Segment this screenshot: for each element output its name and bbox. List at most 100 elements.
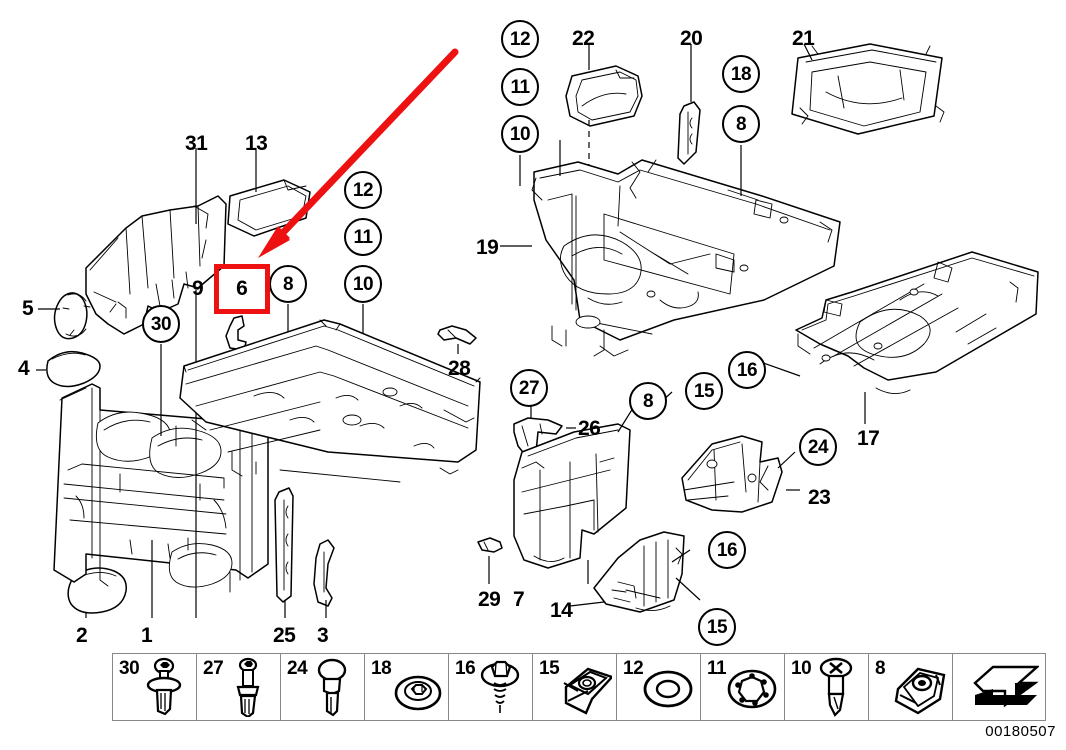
legend-cell-18: 18 [365,654,449,720]
part-26-bracket [513,417,563,457]
hex-head-screw-icon [480,660,520,713]
part-14-engine-shield [593,531,685,613]
push-pin-rivet-icon [317,658,347,717]
hex-nut-with-washer-icon [394,675,442,711]
callout-5: 5 [22,297,34,320]
callout-23: 23 [808,486,831,509]
legend-cell-15: 15 [533,654,617,720]
part-17-underbody-shield-right [795,251,1039,394]
circled-callout-15-upper: 15 [685,372,723,410]
legend-cell-30: 30 [113,654,197,720]
legend-number: 11 [707,658,727,679]
callout-13: 13 [245,132,268,155]
circled-callout-18: 18 [722,55,760,93]
circled-callout-24: 24 [799,428,837,466]
part-13-cover-plate [227,179,311,237]
legend-number: 15 [539,658,560,679]
drawing-number: 00180507 [985,723,1056,740]
part-2-lower-cover-pad [67,567,127,614]
legend-number: 18 [371,658,392,679]
expansion-rivet-icon [146,657,182,716]
callout-29: 29 [478,588,501,611]
circled-callout-16-lower: 16 [708,531,746,569]
circled-callout-15-lower: 15 [698,608,736,646]
part-25-reinforcement-strip [274,487,294,603]
callout-19: 19 [476,236,499,259]
part-5-seal-ring [53,292,91,340]
legend-number: 27 [203,658,224,679]
callout-14: 14 [550,599,573,622]
legend-number: 8 [875,658,886,679]
leader-24 [777,451,796,469]
legend-cell-12: 12 [617,654,701,720]
part-29-small-clip [477,537,503,553]
spring-clip-icon [894,667,946,715]
part-6-bracket [225,315,247,351]
leader-15-b [675,577,701,601]
legend-cell-11: 11 [701,654,785,720]
legend-cell-10: 10 [785,654,869,720]
circled-callout-27: 27 [510,369,548,407]
callout-26: 26 [578,417,601,440]
circled-callout-8-top: 8 [722,105,760,143]
legend-cell-16: 16 [449,654,533,720]
callout-20: 20 [680,27,703,50]
fastener-legend: 30 27 24 [112,653,1046,721]
part-19-underbody-shield [531,159,841,357]
callout-2: 2 [76,624,88,647]
legend-number: 24 [287,658,308,679]
legend-number: 10 [791,658,812,679]
legend-number: 12 [623,658,644,679]
part-20-trim-strip [677,101,701,165]
legend-cell-direction [953,654,1045,720]
circled-callout-11-top: 11 [501,68,539,106]
expansion-rivet-icon [236,657,260,717]
legend-number: 16 [455,658,476,679]
callout-1: 1 [141,624,153,647]
circled-callout-10-mid: 10 [344,265,382,303]
part-28-clip-bracket [437,325,477,345]
callout-25: 25 [273,624,296,647]
flat-washer-icon [643,670,693,708]
part-3-curved-bracket [313,539,335,607]
callout-4: 4 [18,357,30,380]
circled-callout-16-upper: 16 [728,351,766,389]
direction-arrow-icon [973,665,1039,708]
callout-31: 31 [185,132,208,155]
callout-9: 9 [192,277,204,300]
circled-callout-8-lower: 8 [629,382,667,420]
leader-16-b [671,549,691,563]
circled-callout-30: 30 [142,305,180,343]
part-31-left-air-duct [85,195,227,335]
circled-callout-12-top: 12 [501,20,539,58]
highlight-box-part-6[interactable]: 6 [214,264,270,314]
part-4-cover-pad [46,350,101,388]
part-21-air-duct-panel [791,43,945,135]
legend-cell-27: 27 [197,654,281,720]
leader-14 [569,601,605,607]
part-hood-insulation-panel [179,319,481,483]
circled-callout-11-mid: 11 [344,218,382,256]
callout-28: 28 [448,357,471,380]
circled-callout-8-mid: 8 [269,265,307,303]
part-22-frame-seal [565,65,643,127]
part-1-front-end-carrier [53,383,269,593]
callout-3: 3 [317,624,329,647]
callout-21: 21 [792,27,815,50]
circled-callout-10-top: 10 [501,115,539,153]
callout-7: 7 [513,588,525,611]
clip-nut-icon [563,667,612,715]
highlighted-part-number: 6 [236,277,248,300]
callout-22: 22 [572,27,595,50]
circled-callout-12-mid: 12 [344,171,382,209]
part-23-wheelhouse-bracket [681,435,783,513]
leader-21 [803,43,813,61]
star-washer-icon [727,669,777,709]
red-annotation-arrow [258,48,459,258]
legend-number: 30 [119,658,140,679]
legend-cell-24: 24 [281,654,365,720]
callout-17: 17 [857,427,880,450]
phillips-screw-icon [819,657,853,717]
